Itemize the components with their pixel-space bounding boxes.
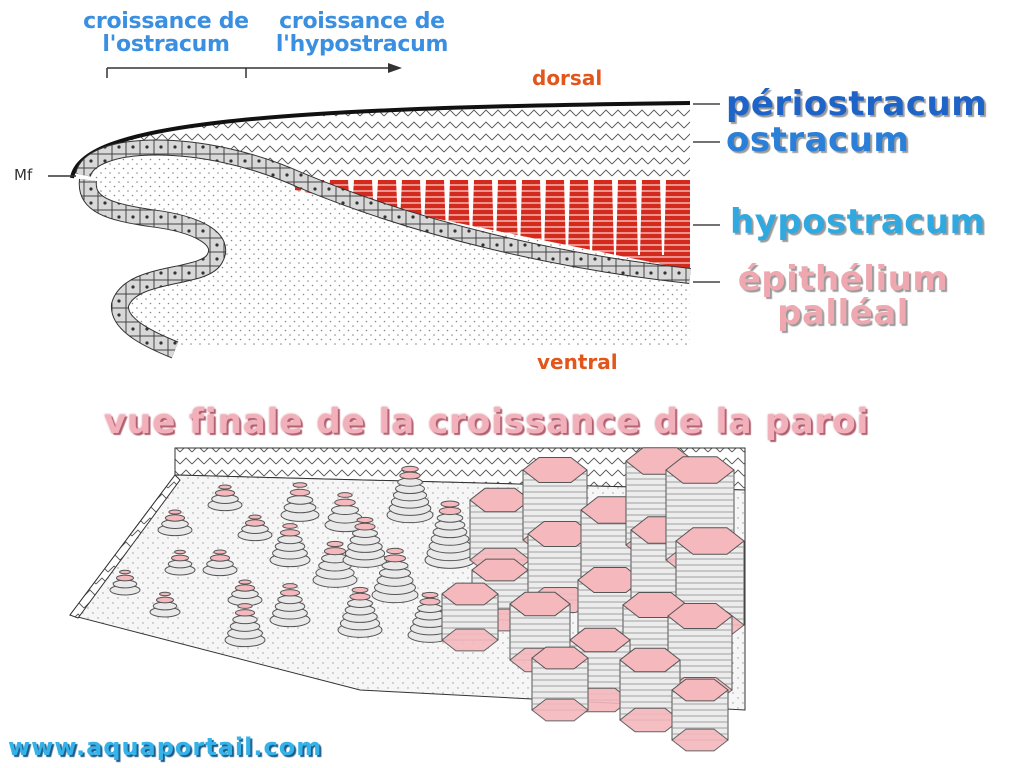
comb-gap [564,180,570,255]
crystal-cone [109,569,141,596]
crystal-cone [280,482,320,522]
crystal-cone [371,547,419,604]
growth-hypostracum-line2: l'hypostracum [275,32,449,57]
comb-gap [636,180,642,255]
comb-gap [540,180,546,255]
hypostracum-label: hypostracum [730,202,986,242]
ostracum-label: ostracum [726,120,910,160]
crystal-hex-prism [619,647,681,733]
growth-ostracum-line1: croissance de [83,9,249,34]
periostracum-label: périostracum [726,84,988,124]
plane-edge [69,474,181,619]
pallial-epithelium-line1: épithélium [737,259,949,299]
crystal-cone [237,514,273,542]
crystal-hex-prism [441,582,499,652]
crystal-cone [269,523,311,568]
crystal-cone [224,603,266,648]
crystal-cone [386,465,434,524]
crystal-cone [407,591,453,643]
crystal-hex-prism [531,646,589,722]
crystal-cone [312,540,358,588]
comb-gap [612,180,618,255]
crystal-cone [157,509,193,537]
pallial-epithelium-line2: palléal [777,293,909,333]
crystal-cone [164,549,196,576]
shell-cross-section-diagram [48,63,720,359]
comb-gap [468,180,474,240]
ostracum-layer [75,105,690,180]
comb-gap [660,180,666,255]
growth-hypostracum-line1: croissance de [279,9,445,34]
bottom-title: vue finale de la croissance de la paroi [104,402,870,442]
crystal-cone [424,500,476,569]
comb-gap [516,180,522,252]
crystal-cone [269,583,311,628]
crystal-cone [324,492,366,533]
website-url: www.aquaportail.com [8,733,323,761]
crystal-cone [149,591,181,618]
ventral-label: ventral [537,350,618,374]
dorsal-label: dorsal [532,66,603,90]
crystal-group [109,447,745,752]
crystal-cone [202,549,238,577]
growth-ostracum-label: croissance de l'ostracum [76,10,256,56]
crystal-cone [337,586,383,638]
growth-hypostracum-label: croissance de l'hypostracum [262,10,462,56]
pallial-epithelium-label: épithélium palléal [728,262,958,330]
growth-arrow [106,63,402,78]
mantle-tissue [89,135,690,345]
crystal-cone [342,516,388,568]
comb-gap [492,180,498,246]
growth-ostracum-line2: l'ostracum [102,32,230,57]
mf-label: Mf [14,166,33,184]
comb-gap [444,180,450,234]
crystal-cone [207,484,243,512]
label-pointers [693,103,720,283]
comb-gap [588,180,594,255]
crystal-hex-prism [671,678,729,752]
